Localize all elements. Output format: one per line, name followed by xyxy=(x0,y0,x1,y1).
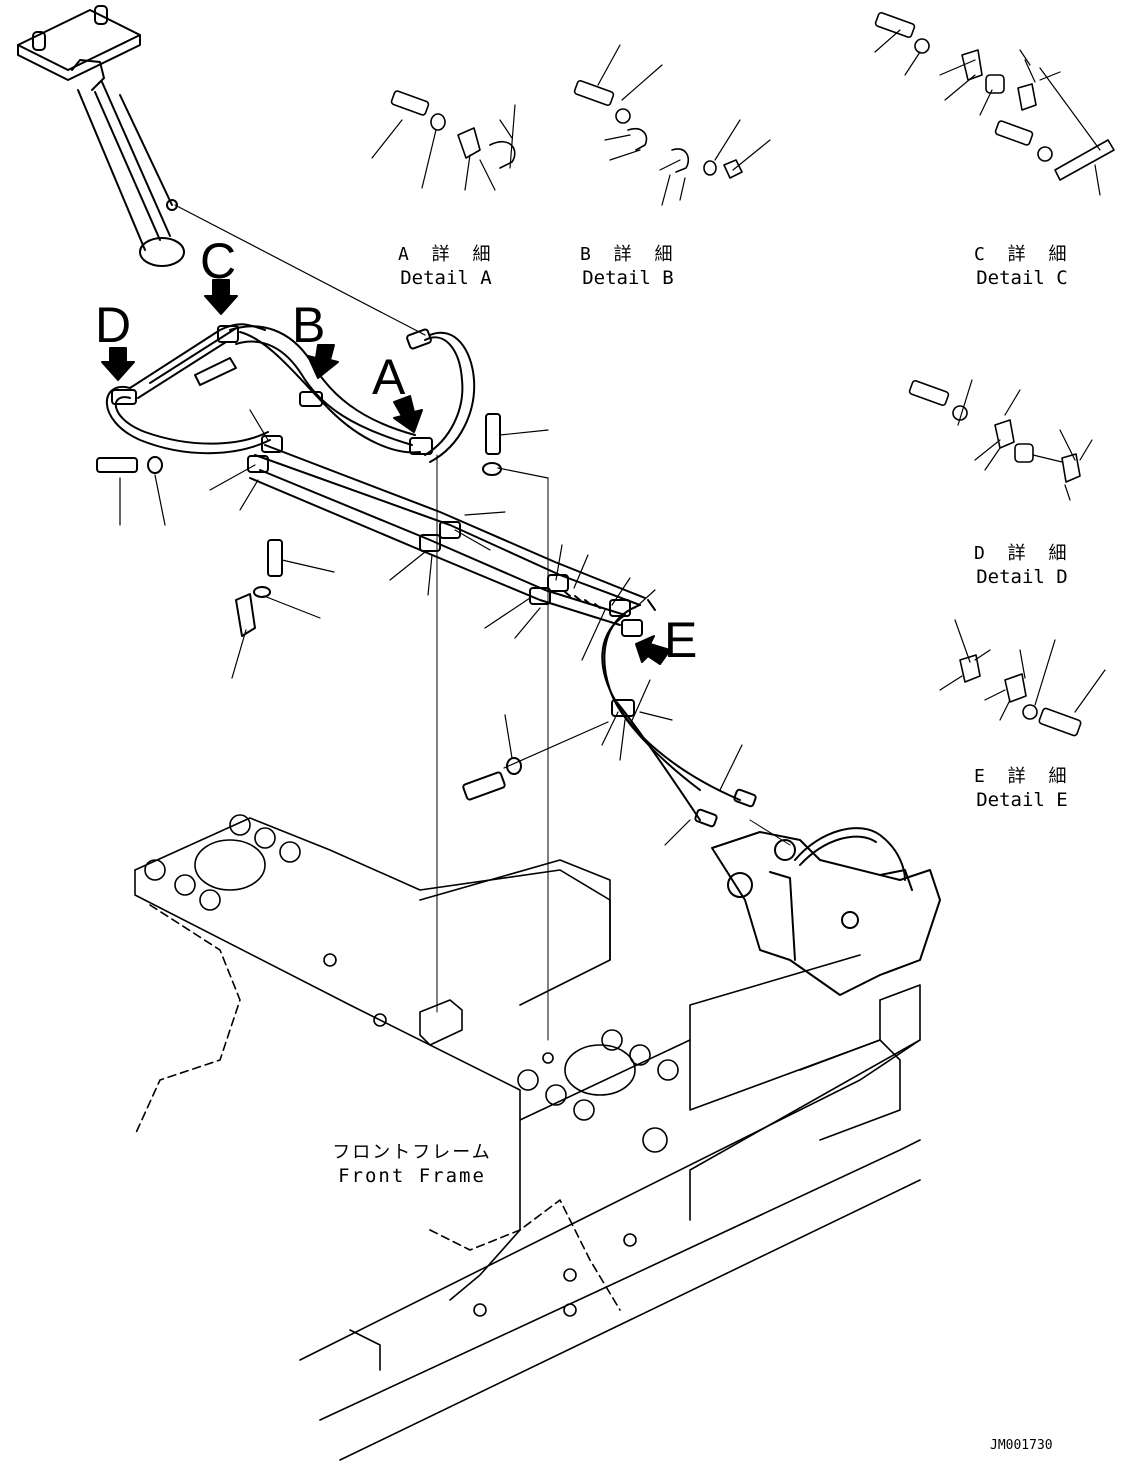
detail-d-en: Detail D xyxy=(976,566,1068,588)
hose-bundle xyxy=(105,323,757,828)
reference-lines xyxy=(749,819,791,846)
detail-c-hardware xyxy=(874,11,1115,196)
loose-hardware xyxy=(96,413,609,801)
arrow-letter-c: C xyxy=(200,233,237,289)
detail-c-jp: C 詳 細 xyxy=(974,244,1073,265)
detail-c-label: C 詳 細 Detail C xyxy=(974,244,1070,290)
drawing-number: JM001730 xyxy=(990,1438,1053,1453)
detail-b-label: B 詳 細 Detail B xyxy=(580,244,676,290)
detail-d-hardware xyxy=(908,379,1093,501)
detail-e-hardware xyxy=(939,619,1106,737)
detail-e-en: Detail E xyxy=(976,789,1068,811)
detail-a-jp: A 詳 細 xyxy=(398,244,497,265)
front-frame xyxy=(134,454,921,1461)
detail-a-label: A 詳 細 Detail A xyxy=(398,244,494,290)
detail-e-jp: E 詳 細 xyxy=(974,766,1073,787)
detail-arrows xyxy=(101,279,671,665)
valve-assembly xyxy=(711,827,941,996)
front-frame-jp: フロントフレーム xyxy=(332,1142,492,1163)
detail-c-en: Detail C xyxy=(976,267,1068,289)
detail-b-jp: B 詳 細 xyxy=(580,244,679,265)
arrow-letter-b: B xyxy=(292,297,326,353)
detail-a-hardware xyxy=(371,90,516,191)
arrow-letter-a: A xyxy=(372,349,406,405)
leader-lines xyxy=(209,409,743,846)
detail-d-jp: D 詳 細 xyxy=(974,543,1073,564)
arrow-letter-d: D xyxy=(95,297,132,353)
steering-cylinder xyxy=(17,5,426,336)
arrow-letter-e: E xyxy=(664,612,698,668)
detail-b-hardware xyxy=(573,44,771,206)
detail-b-en: Detail B xyxy=(582,267,674,289)
detail-e-label: E 詳 細 Detail E xyxy=(974,766,1070,812)
detail-d-label: D 詳 細 Detail D xyxy=(974,543,1070,589)
front-frame-label: フロントフレーム Front Frame xyxy=(332,1142,492,1188)
front-frame-en: Front Frame xyxy=(338,1165,486,1187)
detail-a-en: Detail A xyxy=(400,267,492,289)
